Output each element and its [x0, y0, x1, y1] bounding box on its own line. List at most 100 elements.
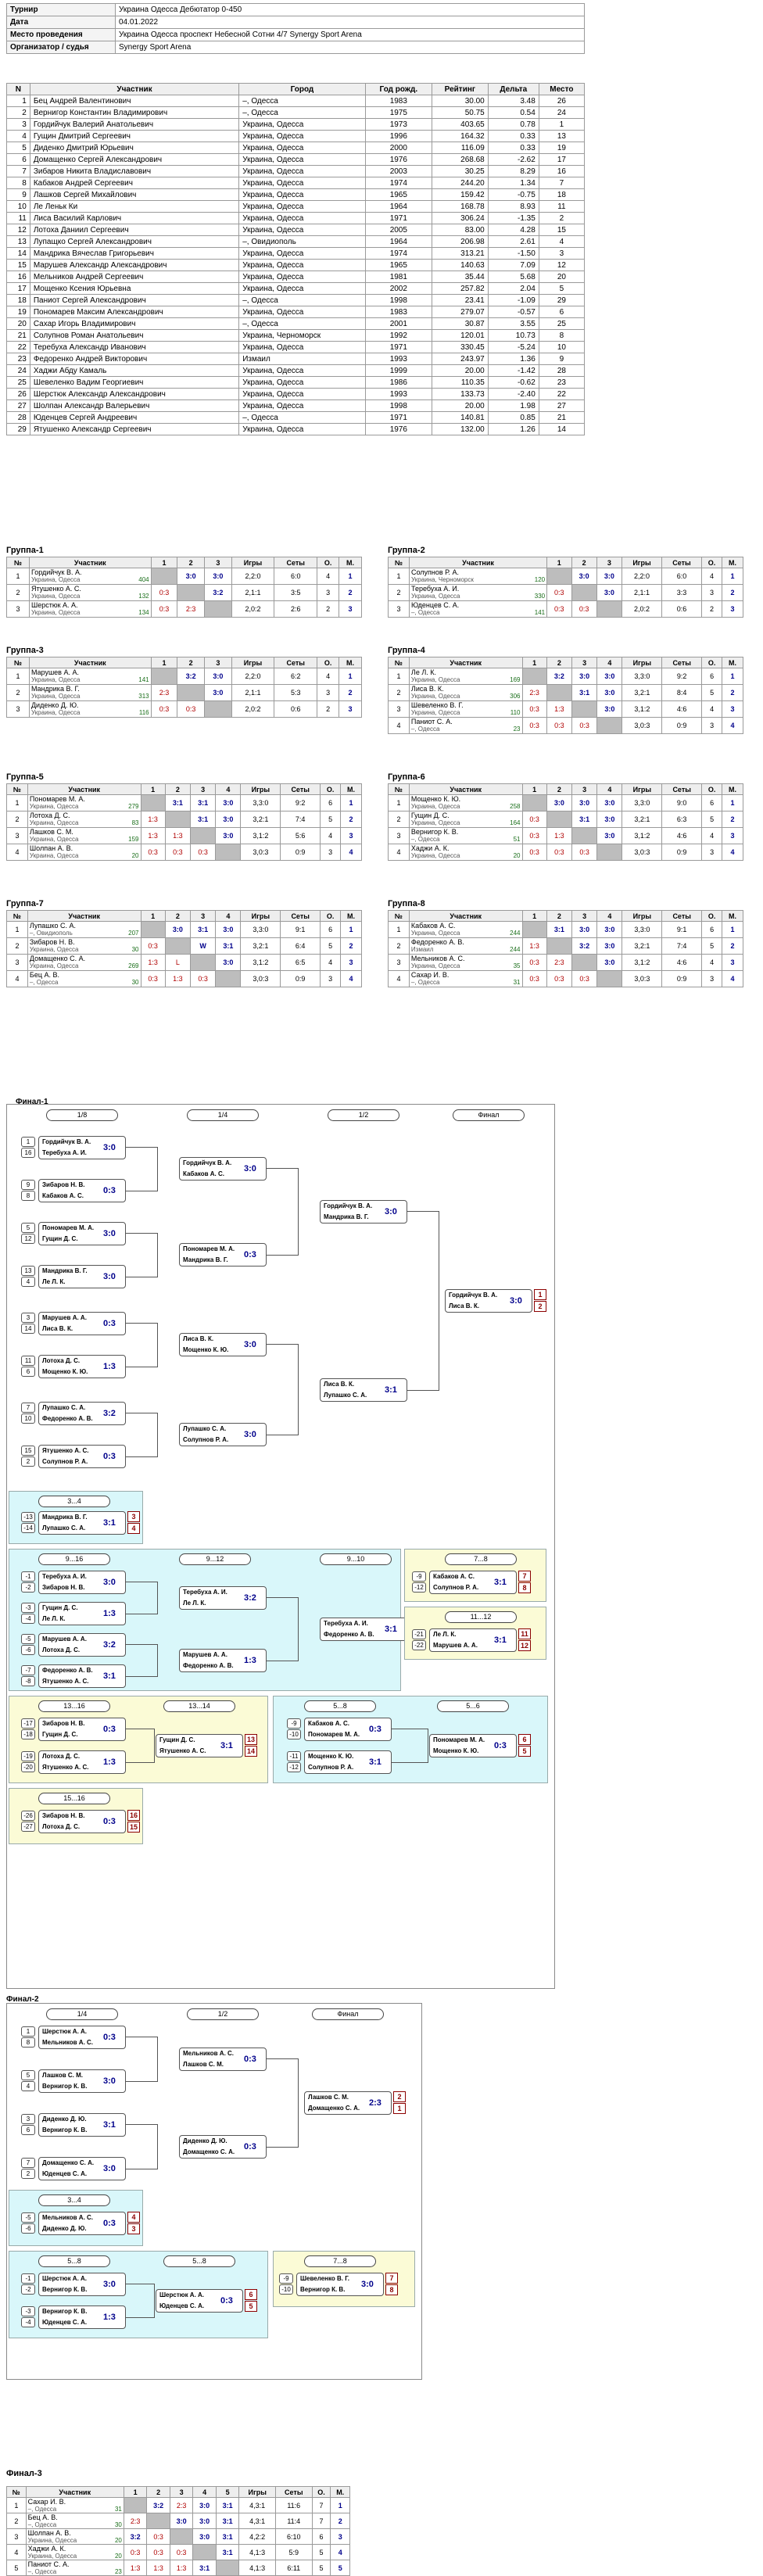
- players-header-cell: Рейтинг: [432, 83, 489, 95]
- player-cell: Украина, Одесса: [238, 165, 366, 177]
- final3-score-cell: [215, 2560, 240, 2576]
- group-place: 2: [339, 684, 362, 701]
- group-player-rating: 30: [131, 946, 139, 953]
- final3-player-name: Шолпан А. В.: [27, 2529, 71, 2537]
- final3-header-cell: 1: [123, 2486, 148, 2498]
- group-score-cell: [596, 600, 623, 618]
- match-player-b: Юденцев С. А.: [42, 2319, 88, 2326]
- group-games: 3,0:3: [240, 970, 281, 987]
- player-cell: 1971: [364, 411, 433, 424]
- group-score-cell: 0:3: [571, 717, 598, 734]
- bracket-connector: [126, 2124, 158, 2169]
- player-cell: Гущин Дмитрий Сергеевич: [29, 130, 240, 142]
- group-header-cell: 1: [546, 557, 572, 568]
- group-score-cell: [203, 600, 232, 618]
- match-player-a: Вернигор К. В.: [42, 2308, 88, 2315]
- group-row-number: 1: [6, 794, 28, 811]
- group-games: 2,0:2: [231, 600, 275, 618]
- group-score-cell: 1:3: [140, 811, 166, 828]
- p9-12-match: Теребуха А. И.Ле Л. К.3:2: [179, 1586, 267, 1610]
- final3-place: 3: [330, 2528, 350, 2545]
- match-player-b: Лиса В. К.: [449, 1302, 480, 1309]
- seed-a: -1: [21, 2273, 35, 2284]
- round-label: 1/2: [328, 1109, 399, 1121]
- final3-games: 4,3:1: [238, 2513, 276, 2529]
- match-player-a: Пономарев М. А.: [433, 1736, 485, 1743]
- round-label: 1/2: [187, 2008, 259, 2020]
- group-score-cell: 3:1: [215, 937, 242, 955]
- match-score: 3:0: [244, 1340, 256, 1349]
- group-place: 4: [722, 717, 743, 734]
- match-score: 3:0: [244, 1430, 256, 1439]
- group-score-cell: 3:0: [215, 827, 242, 844]
- group-player-rating: 258: [510, 803, 521, 810]
- group-header-cell: О.: [701, 657, 723, 668]
- group-header-cell: О.: [701, 557, 723, 568]
- group-row-number: 4: [6, 844, 28, 861]
- group-player-rating: 110: [510, 709, 521, 716]
- f2-third-match: Мельников А. С.Диденко Д. Ю.0:3: [38, 2212, 126, 2235]
- group-sets: 0:6: [274, 700, 318, 718]
- group-player-name: Лотоха Д. С.: [29, 811, 70, 819]
- group-header-cell: 4: [215, 910, 242, 922]
- player-cell: 10.73: [487, 329, 539, 342]
- seed-a: -3: [21, 2306, 35, 2316]
- group-header-cell: Участник: [27, 783, 141, 795]
- player-cell: 13: [6, 235, 30, 248]
- group-player-rating: 141: [138, 676, 149, 683]
- round-label: 1/4: [187, 1109, 259, 1121]
- final3-points: 5: [311, 2544, 331, 2560]
- group-score-cell: 3:0: [596, 921, 623, 938]
- player-cell: Пономарев Максим Александрович: [29, 306, 240, 318]
- group-points: 6: [701, 794, 723, 811]
- player-cell: Сахар Игорь Владимирович: [29, 317, 240, 330]
- seed-b: -14: [21, 1523, 35, 1533]
- player-cell: 257.82: [432, 282, 489, 295]
- player-cell: Украина, Одесса: [238, 282, 366, 295]
- group-header-cell: М.: [339, 557, 362, 568]
- players-header-cell: Место: [538, 83, 586, 95]
- group-score-cell: 0:3: [150, 584, 178, 601]
- group-player-name: Шолпан А. В.: [29, 844, 73, 852]
- match-score: 3:1: [103, 1671, 116, 1681]
- place-b: 2: [534, 1301, 546, 1312]
- group-score-cell: 0:3: [546, 600, 572, 618]
- group-score-cell: 2:3: [177, 600, 205, 618]
- seed-b: 4: [21, 1277, 35, 1287]
- group-player-name: Лашков С. М.: [29, 828, 73, 836]
- player-cell: –, Одесса: [238, 317, 366, 330]
- group-sets: 9:1: [280, 921, 321, 938]
- seed-b: -12: [287, 1762, 301, 1772]
- final3-player-name: Бец А. В.: [27, 2513, 58, 2521]
- group-player-name: Ле Л. К.: [410, 668, 436, 676]
- group-row-number: 4: [388, 844, 410, 861]
- group-score-cell: 3:0: [215, 954, 242, 971]
- player-cell: Украина, Одесса: [238, 142, 366, 154]
- final3-score-cell: [192, 2544, 217, 2560]
- player-cell: –, Одесса: [238, 95, 366, 107]
- players-header-cell: Дельта: [487, 83, 539, 95]
- group-player-rating: 169: [510, 676, 521, 683]
- group-player-name: Шерстюк А. А.: [30, 601, 78, 609]
- group-row-number: 4: [388, 717, 410, 734]
- group-place: 3: [722, 600, 743, 618]
- group-sets: 9:2: [661, 668, 703, 685]
- bracket-connector: [126, 1413, 158, 1457]
- final3-sets: 5:9: [274, 2544, 313, 2560]
- group-header-cell: О.: [320, 783, 342, 795]
- bracket-connector: [126, 2284, 155, 2318]
- player-cell: 2.04: [487, 282, 539, 295]
- player-cell: 313.21: [432, 247, 489, 260]
